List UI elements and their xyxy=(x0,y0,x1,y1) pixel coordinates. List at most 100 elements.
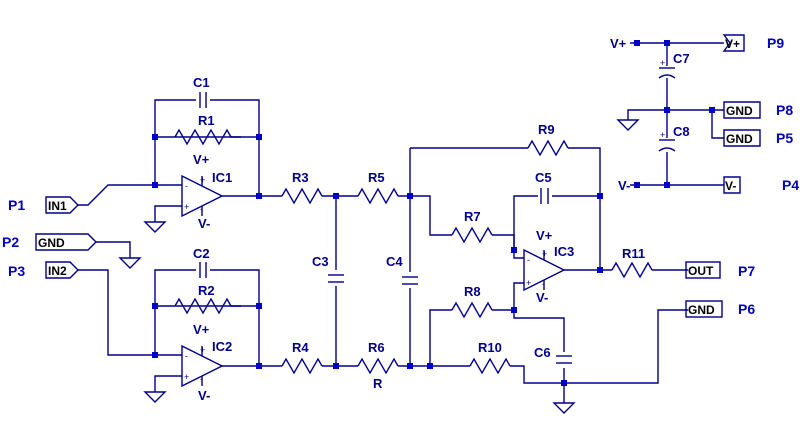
c8-plus-marker: + xyxy=(660,130,665,140)
net-label-vplus: V+ xyxy=(725,37,740,51)
resistor-r6 xyxy=(357,357,399,375)
label-ic2: IC2 xyxy=(212,339,232,354)
port-label-p1: P1 xyxy=(8,197,25,213)
label-ic3: IC3 xyxy=(554,244,574,259)
label-r4: R4 xyxy=(292,340,309,355)
capacitor-c7: + xyxy=(658,58,676,79)
port-label-p4: P4 xyxy=(782,177,799,193)
port-label-p6: P6 xyxy=(738,301,755,317)
supply-vminus-label: V- xyxy=(618,178,630,193)
net-labels: IN1 GND IN2 OUT GND V+ GND GND V- xyxy=(38,37,753,317)
ic1-plus-pin: + xyxy=(184,202,189,212)
port-label-p5: P5 xyxy=(776,130,793,146)
capacitor-c8: + xyxy=(658,130,676,152)
ic3-vminus-pin: - xyxy=(542,279,545,289)
port-labels: P1 P2 P3 P4 P5 P6 P7 P8 P9 xyxy=(2,35,799,317)
capacitor-c2 xyxy=(196,262,210,278)
opamp-ic1: - + + - xyxy=(181,174,224,218)
ic1-vplus-pin: + xyxy=(200,175,205,185)
label-c2: C2 xyxy=(193,246,210,261)
net-label-out: OUT xyxy=(688,264,714,278)
label-r6-value: R xyxy=(373,376,383,391)
ic2-vplus-label: V+ xyxy=(193,322,210,337)
c7-plus-marker: + xyxy=(660,58,665,68)
capacitor-c3 xyxy=(328,274,344,283)
label-r9: R9 xyxy=(538,122,555,137)
label-c7: C7 xyxy=(673,51,690,66)
net-label-gnd-p5: GND xyxy=(726,132,753,146)
ic1-vplus-label: V+ xyxy=(193,152,210,167)
ic3-vplus-label: V+ xyxy=(536,228,553,243)
capacitor-c4 xyxy=(402,276,418,285)
ic1-minus-pin: - xyxy=(185,181,188,191)
resistor-r8 xyxy=(451,301,493,319)
ic1-vminus-pin: - xyxy=(200,204,203,214)
ic3-plus-pin: + xyxy=(526,278,531,288)
net-label-gnd-p8: GND xyxy=(726,104,753,118)
resistor-r5 xyxy=(357,187,399,205)
opamp-ic2: - + + - xyxy=(181,344,224,388)
supply-labels: V+ V- V+ V- V+ V- V+ V- xyxy=(193,36,630,403)
label-c1: C1 xyxy=(193,75,210,90)
ic3-minus-pin: - xyxy=(527,255,530,265)
resistor-r9 xyxy=(527,139,569,157)
component-labels: C1 R1 IC1 C2 R2 IC2 R3 R4 R5 R6 R C3 C4 … xyxy=(193,51,690,391)
label-r7: R7 xyxy=(464,209,481,224)
resistor-r7 xyxy=(451,226,493,244)
port-label-p2: P2 xyxy=(2,234,19,250)
capacitor-c1 xyxy=(196,92,210,108)
supply-vplus-label: V+ xyxy=(610,36,627,51)
port-label-p8: P8 xyxy=(776,102,793,118)
label-r8: R8 xyxy=(464,284,481,299)
resistors xyxy=(174,128,653,375)
label-r5: R5 xyxy=(368,170,385,185)
ground-icon xyxy=(143,221,167,233)
ground-icon xyxy=(118,257,142,269)
opamps: - + + - - + + - - + + - xyxy=(181,174,566,388)
ic2-vminus-label: V- xyxy=(198,388,210,403)
net-label-vminus: V- xyxy=(725,179,736,193)
label-c6: C6 xyxy=(534,345,551,360)
ic2-vminus-pin: - xyxy=(200,374,203,384)
label-r10: R10 xyxy=(478,340,502,355)
net-label-gnd-p6: GND xyxy=(688,303,715,317)
capacitor-c5 xyxy=(540,188,549,204)
ground-icon xyxy=(552,402,576,414)
opamp-ic3: - + + - xyxy=(523,248,566,292)
port-label-p9: P9 xyxy=(767,35,784,51)
net-label-gnd-p2: GND xyxy=(38,236,65,250)
label-c4: C4 xyxy=(386,254,403,269)
label-c5: C5 xyxy=(535,170,552,185)
label-c3: C3 xyxy=(312,254,329,269)
wires xyxy=(78,42,724,403)
grounds xyxy=(118,119,640,414)
label-r6: R6 xyxy=(368,340,385,355)
ic2-vplus-pin: + xyxy=(200,345,205,355)
resistor-r11 xyxy=(611,261,653,279)
ground-icon xyxy=(616,119,640,131)
resistor-r4 xyxy=(281,357,323,375)
label-ic1: IC1 xyxy=(212,170,232,185)
resistor-r10 xyxy=(469,357,511,375)
net-flags xyxy=(35,34,761,318)
resistor-r1 xyxy=(174,128,241,146)
capacitor-c6 xyxy=(556,355,572,364)
ic2-minus-pin: - xyxy=(185,351,188,361)
ic1-vminus-label: V- xyxy=(198,216,210,231)
capacitors: + + xyxy=(196,58,676,364)
ic3-vminus-label: V- xyxy=(536,290,548,305)
resistor-r2 xyxy=(174,297,241,315)
port-label-p3: P3 xyxy=(8,263,25,279)
net-label-in1: IN1 xyxy=(48,199,67,213)
label-r1: R1 xyxy=(198,113,215,128)
label-r2: R2 xyxy=(198,283,215,298)
junctions xyxy=(152,40,715,386)
ic2-plus-pin: + xyxy=(184,372,189,382)
port-label-p7: P7 xyxy=(738,263,755,279)
net-label-in2: IN2 xyxy=(48,264,67,278)
resistor-r3 xyxy=(281,187,323,205)
ic3-vplus-pin: + xyxy=(542,249,547,259)
label-c8: C8 xyxy=(673,124,690,139)
